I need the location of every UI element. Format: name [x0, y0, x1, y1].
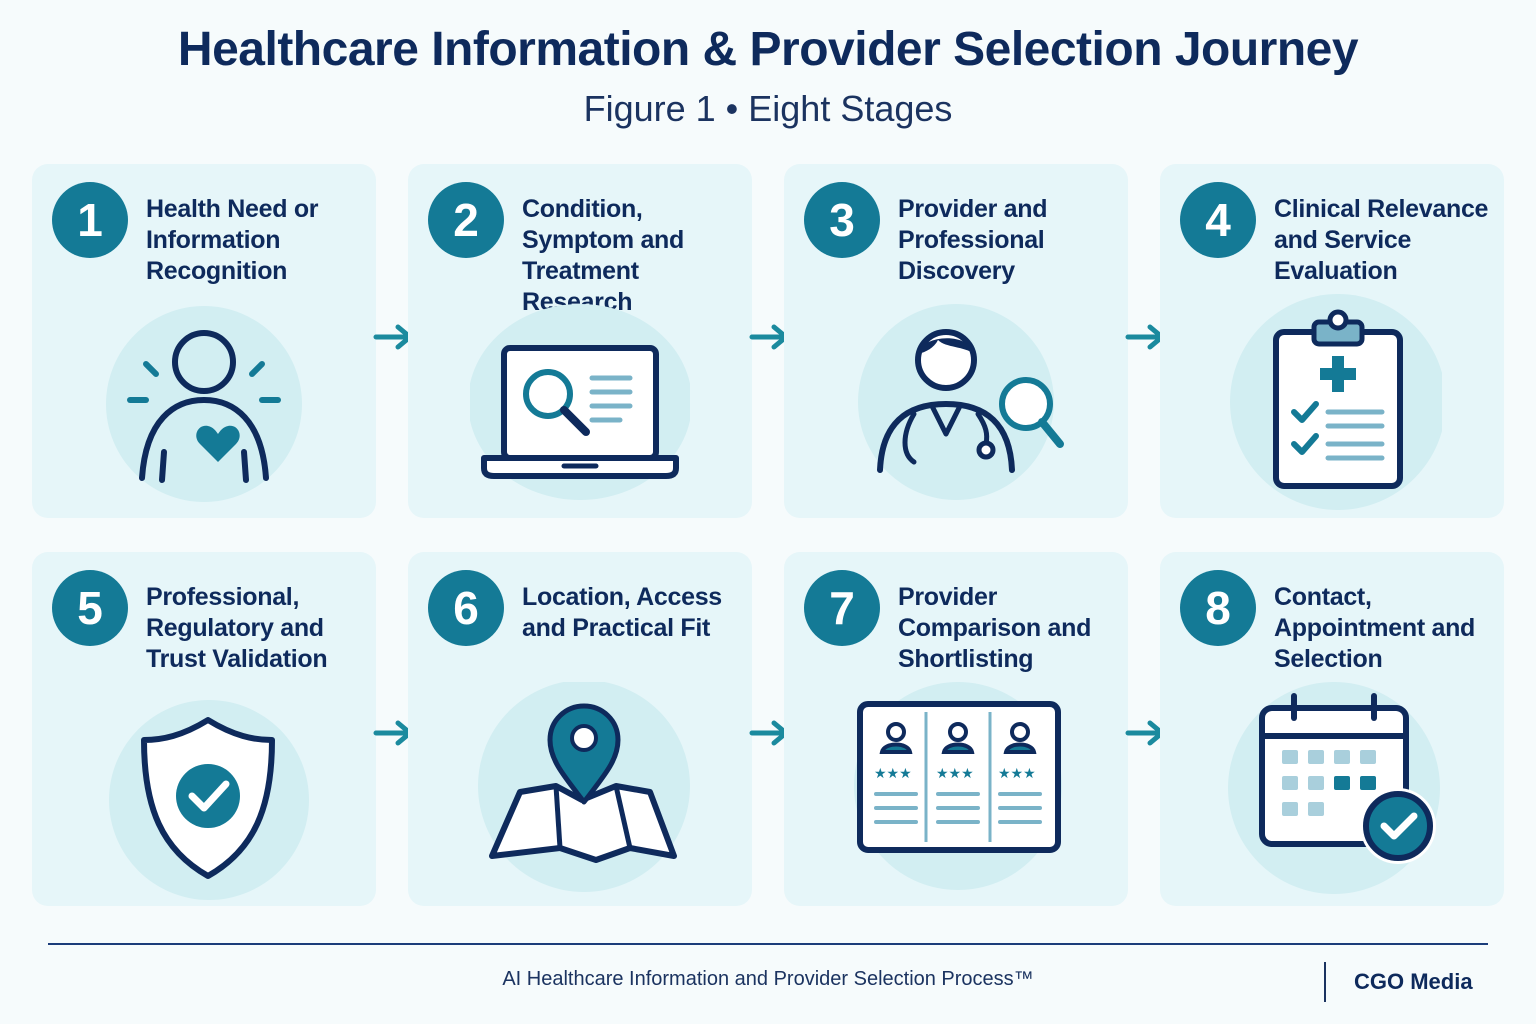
- stage-label: Professional, Regulatory and Trust Valid…: [146, 583, 328, 673]
- stage-number-badge: 3: [804, 182, 880, 258]
- stage-card-3: 3 Provider and Professional Discovery: [784, 164, 1128, 518]
- stage-label: Location, Access and Practical Fit: [522, 583, 722, 642]
- stage-number-badge: 2: [428, 182, 504, 258]
- doctor-search-icon: [846, 294, 1066, 514]
- stage-number-badge: 1: [52, 182, 128, 258]
- stage-label: Clinical Relevance and Service Evaluatio…: [1274, 195, 1489, 285]
- stage-label: Contact, Appointment and Selection: [1274, 583, 1476, 673]
- clipboard-checklist-icon: [1222, 294, 1442, 514]
- footer-caption: AI Healthcare Information and Provider S…: [502, 968, 1034, 990]
- svg-text:★★★: ★★★: [998, 766, 1036, 782]
- stage-number-badge: 7: [804, 570, 880, 646]
- stage-number-badge: 4: [1180, 182, 1256, 258]
- stage-card-1: 1 Health Need or Information Recognition: [32, 164, 376, 518]
- stage-number-badge: 8: [1180, 570, 1256, 646]
- stage-label: Condition, Symptom and Treatment Researc…: [522, 195, 684, 316]
- map-pin-icon: [470, 682, 690, 902]
- comparison-table-icon: ★★★ ★★★ ★★★: [846, 682, 1066, 902]
- stage-label: Provider and Professional Discovery: [898, 195, 1048, 285]
- stage-number-badge: 6: [428, 570, 504, 646]
- stage-card-6: 6 Location, Access and Practical Fit: [408, 552, 752, 906]
- person-heart-icon: [94, 294, 314, 514]
- shield-check-icon: [94, 682, 314, 902]
- laptop-search-icon: [470, 294, 690, 514]
- footer-separator: [1324, 962, 1326, 1002]
- footer-divider: [48, 943, 1488, 945]
- svg-text:★★★: ★★★: [874, 766, 912, 782]
- stage-card-4: 4 Clinical Relevance and Service Evaluat…: [1160, 164, 1504, 518]
- svg-text:★★★: ★★★: [936, 766, 974, 782]
- stage-card-8: 8 Contact, Appointment and Selection: [1160, 552, 1504, 906]
- calendar-check-icon: [1222, 682, 1442, 902]
- stage-number-badge: 5: [52, 570, 128, 646]
- page-title: Healthcare Information & Provider Select…: [177, 23, 1359, 76]
- page-subtitle: Figure 1 • Eight Stages: [583, 88, 953, 129]
- stage-label: Health Need or Information Recognition: [146, 195, 319, 285]
- footer-brand: CGO Media: [1354, 969, 1473, 994]
- stage-card-7: 7 Provider Comparison and Shortlisting ★…: [784, 552, 1128, 906]
- stage-label: Provider Comparison and Shortlisting: [898, 583, 1092, 673]
- stage-card-2: 2 Condition, Symptom and Treatment Resea…: [408, 164, 752, 518]
- stage-card-5: 5 Professional, Regulatory and Trust Val…: [32, 552, 376, 906]
